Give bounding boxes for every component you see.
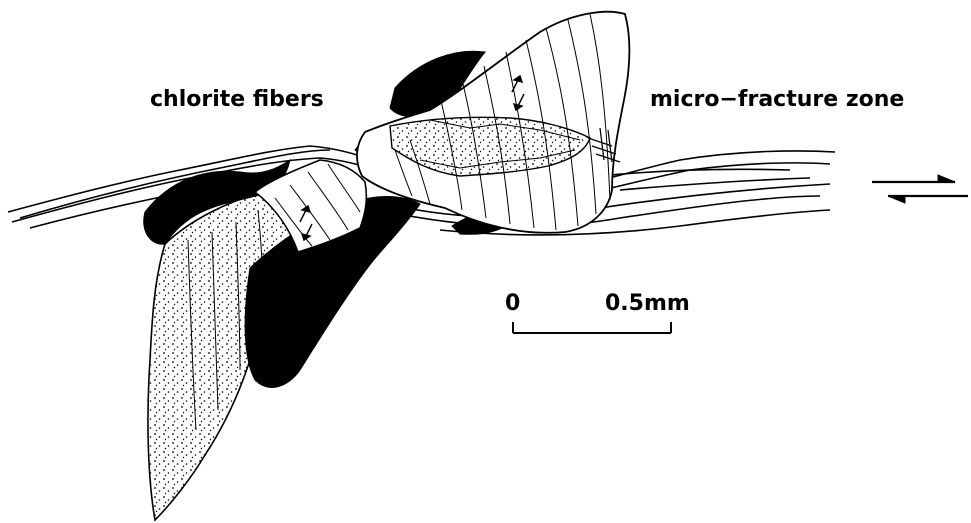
scale-bar: 0 0.5mm [505,291,690,333]
scale-bar-end-label: 0.5mm [605,291,690,316]
shear-sense-arrows-icon [872,175,968,203]
scale-bar-start-label: 0 [505,291,520,316]
chlorite-fibers-label: chlorite fibers [150,87,324,112]
micro-fracture-zone-label: micro−fracture zone [650,87,904,112]
